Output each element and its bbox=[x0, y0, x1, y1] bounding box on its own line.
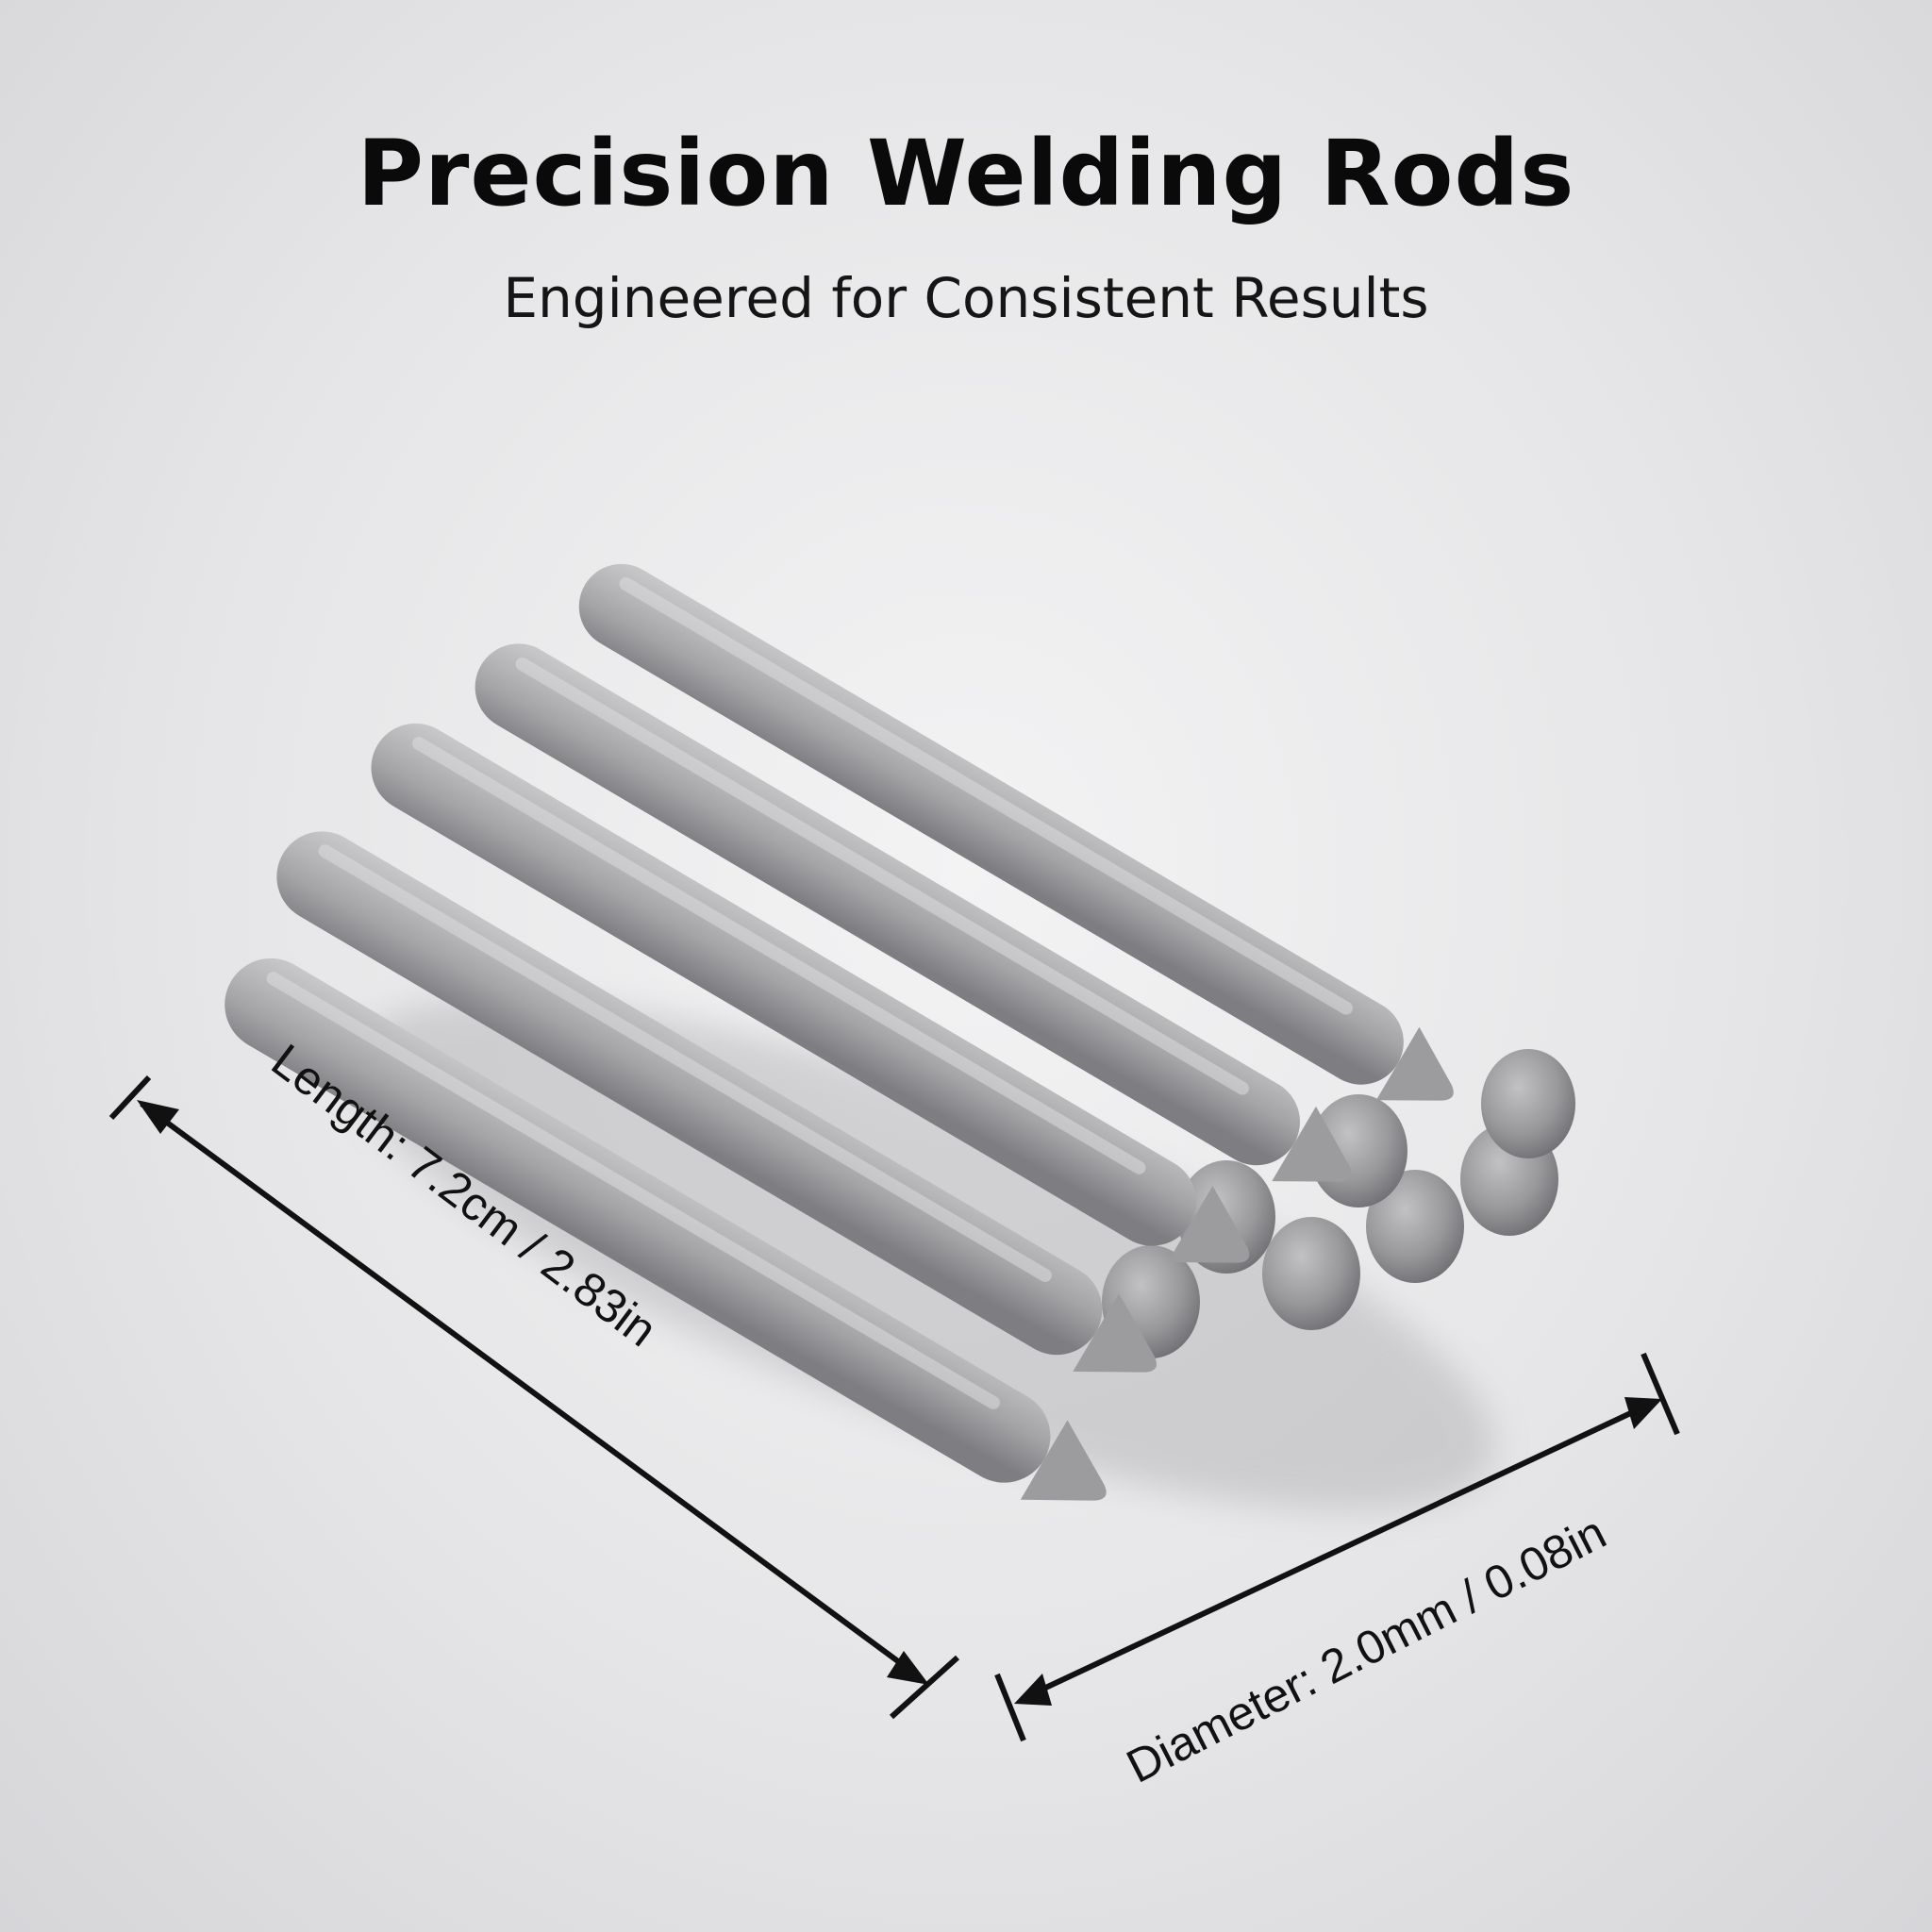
rod bbox=[276, 831, 1157, 1373]
rod bbox=[578, 563, 1454, 1101]
length-dimension-arrow bbox=[108, 1074, 960, 1720]
diameter-dimension-arrow bbox=[994, 1352, 1680, 1742]
page-title: Precision Welding Rods bbox=[357, 121, 1575, 226]
rod bbox=[371, 723, 1250, 1263]
page-subtitle: Engineered for Consistent Results bbox=[503, 266, 1429, 330]
rod bbox=[225, 958, 1107, 1501]
rod bbox=[475, 643, 1352, 1182]
